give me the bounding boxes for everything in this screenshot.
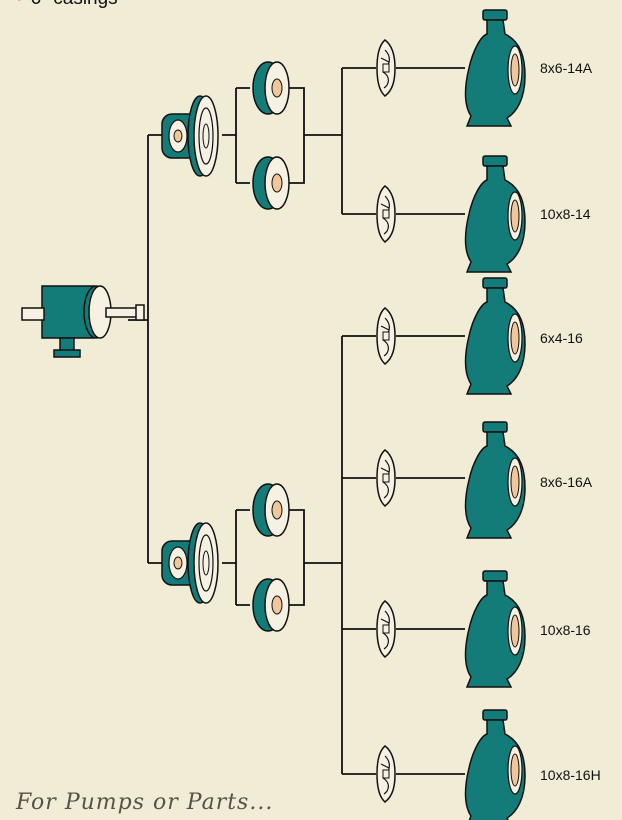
casing-label: 8x6-16A (540, 474, 593, 490)
header-text: 6" casings (31, 0, 118, 9)
seal-housing-icon (252, 578, 290, 632)
casing-label: 10x8-14 (540, 206, 591, 222)
power-frame-icon (21, 285, 145, 358)
casing-label: 10x8-16H (540, 767, 601, 783)
casing-icon (464, 421, 526, 539)
casing-icon (464, 277, 526, 395)
seal-housing-icon (252, 483, 290, 537)
impeller-icon (376, 307, 396, 365)
connector-lines (128, 67, 465, 775)
casing-icon (464, 570, 526, 688)
adapter-icon (161, 95, 219, 177)
impeller-icon (376, 185, 396, 243)
header-label: • 6" casings (16, 0, 118, 10)
casing-icon (464, 9, 526, 127)
impeller-icon (376, 39, 396, 97)
header-bullet: • (16, 0, 23, 9)
impeller-icon (376, 745, 396, 803)
casing-label: 10x8-16 (540, 622, 591, 638)
seal-housing-icon (252, 61, 290, 115)
seal-housing-icon (252, 156, 290, 210)
footer-tagline: For Pumps or Parts... (16, 790, 274, 815)
casing-icon (464, 709, 526, 820)
casing-label: 6x4-16 (540, 330, 583, 346)
impeller-icon (376, 449, 396, 507)
casing-label: 8x6-14A (540, 60, 593, 76)
adapter-icon (161, 522, 219, 604)
impeller-icon (376, 600, 396, 658)
casing-icon (464, 155, 526, 273)
